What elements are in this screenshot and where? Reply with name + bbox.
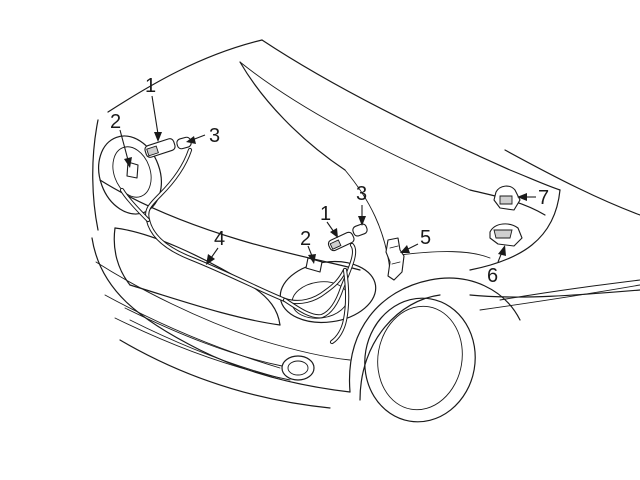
callout-1-left: 1 [145, 75, 156, 97]
right-lamp-washer-bracket [305, 257, 323, 273]
callout-2-right: 2 [300, 228, 311, 250]
right-washer-nozzle [327, 231, 355, 252]
left-nozzle-cap [176, 136, 192, 150]
callout-3-left: 3 [209, 125, 220, 147]
clip-lower [489, 223, 523, 247]
callout-7: 7 [538, 187, 549, 209]
callout-4: 4 [214, 228, 225, 250]
washer-hose [119, 147, 357, 345]
callout-3-right: 3 [356, 183, 367, 205]
leader-lines [119, 95, 536, 265]
right-nozzle-cap [352, 223, 368, 237]
left-washer-nozzle [144, 138, 176, 158]
car-body [91, 39, 640, 423]
callout-5: 5 [420, 227, 431, 249]
callout-6: 6 [487, 265, 498, 287]
mounting-bracket [385, 237, 405, 281]
callout-1-right: 1 [320, 203, 331, 225]
callout-2-left: 2 [110, 111, 121, 133]
clip-upper [493, 185, 521, 211]
